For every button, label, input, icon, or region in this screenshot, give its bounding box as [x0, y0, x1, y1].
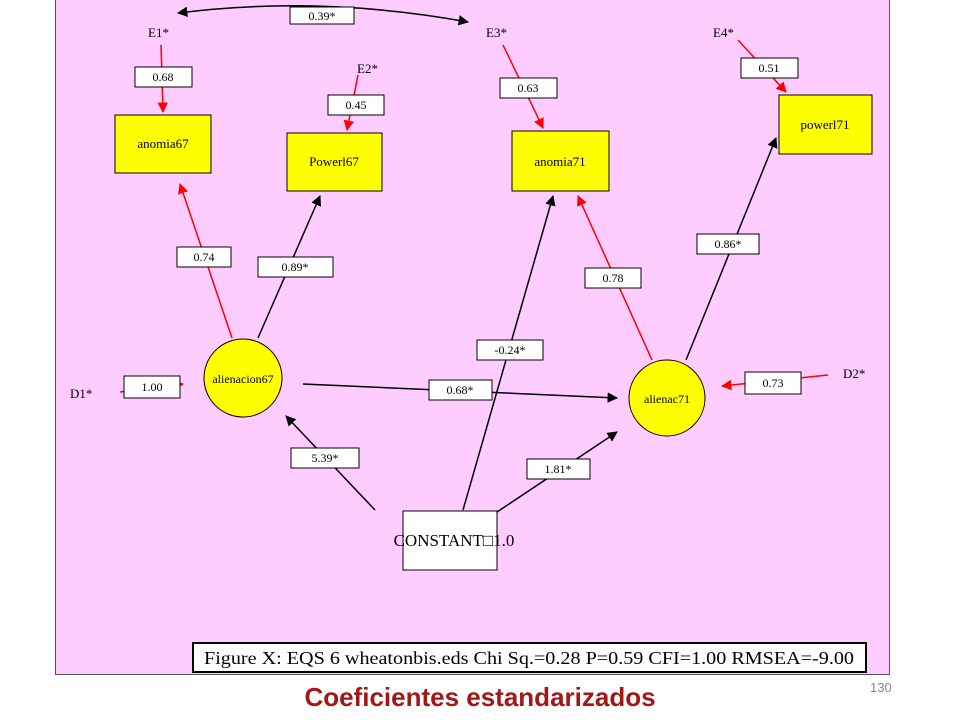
coef-alien67-anomia67: 0.74: [176, 246, 232, 268]
svg-text:alienacion67: alienacion67: [212, 372, 273, 386]
svg-text:anomia67: anomia67: [137, 136, 189, 151]
svg-text:0.68: 0.68: [153, 70, 174, 84]
svg-text:0.74: 0.74: [194, 250, 215, 264]
error-label-d1: D1*: [70, 386, 92, 401]
error-label-d2: D2*: [843, 366, 865, 381]
svg-text:Powerl67: Powerl67: [309, 154, 359, 169]
coef-e4-power71: 0.51: [740, 57, 799, 79]
svg-text:0.86*: 0.86*: [715, 237, 742, 251]
svg-text:0.45: 0.45: [346, 98, 367, 112]
coef-d2-alienac71: 0.73: [744, 371, 802, 395]
coef-cov-e1-e3: 0.39*: [289, 6, 355, 25]
slide-title: Coeficientes estandarizados: [304, 682, 656, 712]
svg-text:0.78: 0.78: [603, 271, 624, 285]
coef-e2-power67: 0.45: [327, 94, 385, 116]
svg-text:0.39*: 0.39*: [309, 9, 336, 23]
svg-text:1.81*: 1.81*: [545, 462, 572, 476]
latent-alienacion67: alienacion67: [203, 338, 283, 418]
constant-node: CONSTANT□1.0: [394, 510, 515, 571]
fit-caption: Figure X: EQS 6 wheatonbis.eds Chi Sq.=0…: [192, 642, 867, 673]
error-label-e3: E3*: [486, 25, 507, 40]
latent-alienac71: alienac71: [628, 359, 706, 437]
covariance-arrow-e1-e3: [176, 5, 470, 26]
observed-anomia71: anomia71: [511, 130, 610, 192]
coef-alien71-power71: 0.86*: [696, 233, 760, 255]
coef-constant-alienacion67: 5.39*: [290, 447, 360, 469]
svg-text:anomia71: anomia71: [534, 154, 585, 169]
error-label-e1: E1*: [148, 25, 169, 40]
svg-text:Figure X: EQS 6 wheatonbis.eds: Figure X: EQS 6 wheatonbis.eds Chi Sq.=0…: [204, 648, 854, 668]
observed-anomia67: anomia67: [114, 114, 212, 174]
coef-constant-alienac71: 1.81*: [526, 458, 591, 480]
coef-constant-anomia71: -0.24*: [476, 339, 544, 361]
coef-d1-alienacion67: 1.00: [123, 375, 181, 399]
observed-power71: powerl71: [778, 94, 873, 155]
error-label-e4: E4*: [713, 25, 734, 40]
svg-text:0.63: 0.63: [518, 81, 539, 95]
coef-e1-anomia67: 0.68: [134, 66, 193, 88]
svg-text:0.73: 0.73: [763, 376, 784, 390]
slide-number: 130: [870, 680, 892, 695]
coef-alien67-power67: 0.89*: [257, 256, 334, 278]
coef-e3-anomia71: 0.63: [499, 77, 558, 99]
svg-text:alienac71: alienac71: [644, 392, 690, 406]
svg-text:CONSTANT□1.0: CONSTANT□1.0: [394, 531, 515, 550]
svg-text:-0.24*: -0.24*: [495, 343, 526, 357]
coef-alien71-anomia71: 0.78: [584, 267, 642, 289]
svg-text:powerl71: powerl71: [800, 117, 849, 132]
observed-power67: Powerl67: [286, 132, 383, 192]
svg-text:5.39*: 5.39*: [312, 451, 339, 465]
error-label-e2: E2*: [357, 61, 378, 76]
svg-text:0.51: 0.51: [759, 61, 780, 75]
svg-text:0.68*: 0.68*: [447, 383, 474, 397]
svg-text:0.89*: 0.89*: [282, 260, 309, 274]
svg-text:1.00: 1.00: [142, 380, 163, 394]
coef-alien67-alien71: 0.68*: [428, 379, 493, 401]
